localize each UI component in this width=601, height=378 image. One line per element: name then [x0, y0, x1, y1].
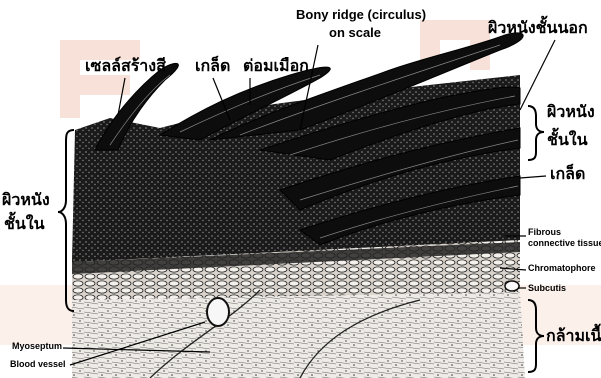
label-subcutis: Subcutis	[528, 284, 566, 293]
label-blood-vessel: Blood vessel	[10, 360, 66, 369]
label-dermis-right-2: ชั้นใน	[547, 132, 588, 149]
label-scale-right: เกล็ด	[550, 166, 585, 183]
label-fibrous-1: Fibrous	[528, 228, 561, 237]
subcutis-vessel	[505, 281, 519, 291]
label-chromatophore: Chromatophore	[528, 264, 596, 273]
label-pigment-cells: เซลล์สร้างสี	[85, 58, 166, 75]
right-dermis-brace	[528, 106, 544, 160]
left-dermis-brace	[58, 130, 74, 311]
label-bony-ridge-1: Bony ridge (circulus)	[296, 8, 426, 22]
label-myoseptum: Myoseptum	[12, 342, 62, 351]
label-bony-ridge-2: on scale	[329, 26, 381, 40]
label-dermis-left-1: ผิวหนัง	[2, 192, 50, 209]
label-fibrous-2: connective tissue	[528, 239, 601, 248]
muscle-layer	[72, 292, 525, 378]
blood-vessel-shape	[207, 298, 229, 326]
label-mucus-gland: ต่อมเมือก	[243, 58, 309, 75]
label-scale-top: เกล็ด	[195, 58, 230, 75]
label-epidermis: ผิวหนังชั้นนอก	[488, 20, 588, 37]
label-dermis-right-1: ผิวหนัง	[547, 104, 595, 121]
label-muscle: กล้ามเนื้อ	[546, 328, 601, 345]
label-dermis-left-2: ชั้นใน	[4, 216, 45, 233]
